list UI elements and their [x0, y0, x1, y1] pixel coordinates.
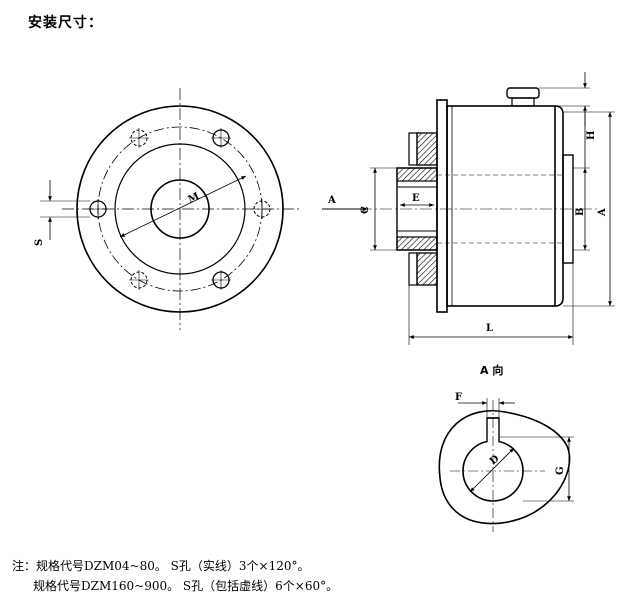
f-label: F: [455, 392, 462, 403]
hub-outline: [438, 410, 571, 525]
g-label: G: [555, 466, 566, 475]
a-view: A 向 F D G: [438, 363, 574, 532]
d-label: D: [488, 453, 502, 467]
front-view: M S: [34, 88, 300, 330]
flange-plate: [436, 99, 448, 313]
outer-flange-circle: [76, 105, 284, 313]
adjust-knob-stem: [511, 97, 535, 107]
m-label: M: [186, 191, 201, 206]
bottom-hatch-ring: [416, 252, 438, 286]
m-dimension: [119, 175, 247, 238]
adjust-knob: [506, 87, 540, 99]
c-label: C: [360, 206, 371, 214]
note-line-2: 规格代号DZM160~900。 S孔（包括虚线）6个×60°。: [33, 579, 339, 593]
notes: 注：规格代号DZM04~80。 S孔（实线）3个×120°。 规格代号DZM16…: [12, 556, 338, 596]
view-label: A 向: [480, 363, 503, 377]
a-label: A: [597, 208, 608, 217]
h-label: H: [586, 131, 597, 140]
side-view: A C E: [322, 72, 615, 345]
top-hatch-ring: [416, 132, 438, 166]
d-dimension: [469, 447, 515, 493]
page-title: 安装尺寸：: [28, 15, 103, 31]
e-label: E: [412, 193, 420, 204]
s-label: S: [34, 239, 45, 246]
main-body: [446, 105, 556, 307]
note-line-1: 注：规格代号DZM04~80。 S孔（实线）3个×120°。: [12, 559, 310, 573]
l-label: L: [486, 323, 493, 334]
a-arrow-label: A: [327, 195, 336, 206]
b-label: B: [575, 208, 586, 216]
